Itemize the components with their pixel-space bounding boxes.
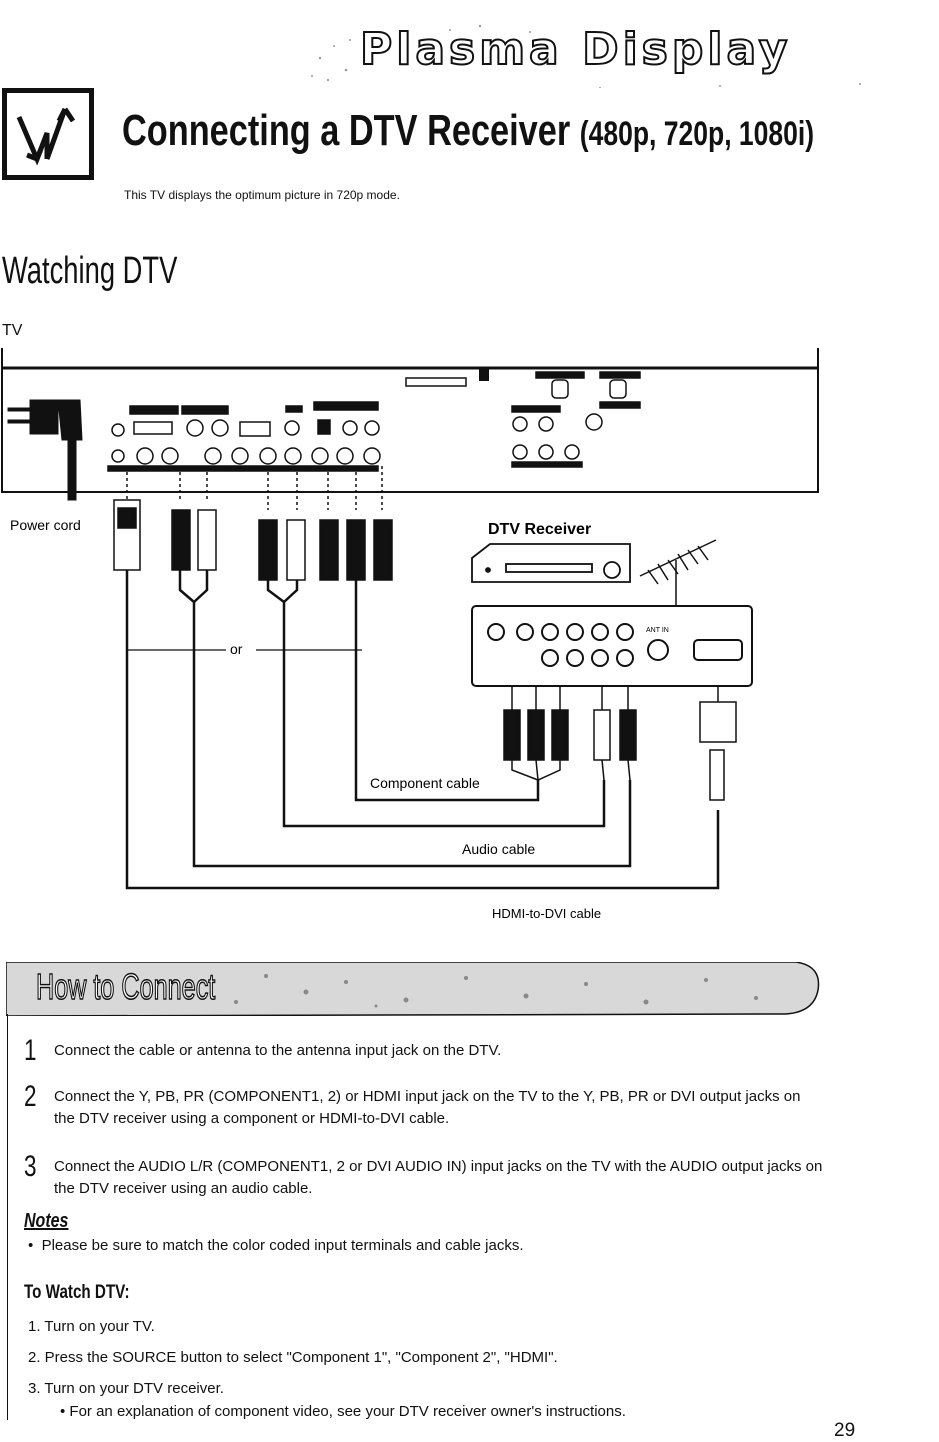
label-ant-in: ANT IN (646, 627, 669, 634)
watch-step-2: 2. Press the SOURCE button to select "Co… (28, 1349, 558, 1366)
howto-title: How to Connect (35, 965, 216, 1008)
howto-banner: How to Connect (6, 962, 822, 1016)
receiver-back-panel (471, 605, 753, 687)
tv-panel (1, 348, 819, 493)
brand-texture (311, 24, 861, 88)
label-component-cable: Component cable (370, 775, 480, 791)
watch-step-1: 1. Turn on your TV. (28, 1318, 155, 1335)
page-title: Connecting a DTV Receiver (480p, 720p, 1… (122, 106, 814, 156)
label-power-cord: Power cord (10, 517, 81, 533)
step-text: Connect the AUDIO L/R (COMPONENT1, 2 or … (54, 1158, 823, 1197)
bullet-icon: • (28, 1237, 42, 1254)
step-text: Connect the cable or antenna to the ante… (54, 1042, 502, 1059)
banner-texture (6, 962, 820, 1016)
label-hdmi-dvi-cable: HDMI-to-DVI cable (492, 906, 601, 921)
step-number: 2 (24, 1080, 37, 1113)
step-number: 1 (24, 1034, 37, 1067)
section-divider (7, 1014, 8, 1420)
note-item: • Please be sure to match the color code… (28, 1237, 524, 1254)
notes-title: Notes (24, 1210, 69, 1232)
page-number: 29 (834, 1420, 856, 1441)
section-title: Watching DTV (2, 250, 178, 292)
connection-icon (2, 88, 94, 180)
step-text: Connect the Y, PB, PR (COMPONENT1, 2) or… (54, 1088, 801, 1127)
label-audio-cable: Audio cable (462, 841, 535, 857)
tv-label: TV (2, 322, 23, 339)
step-2: 2 Connect the Y, PB, PR (COMPONENT1, 2) … (24, 1080, 824, 1136)
title-main: Connecting a DTV Receiver (122, 106, 571, 155)
page-subtitle: This TV displays the optimum picture in … (124, 188, 400, 202)
step-3: 3 Connect the AUDIO L/R (COMPONENT1, 2 o… (24, 1150, 824, 1206)
brand-header: Plasma Display (300, 18, 880, 88)
watch-sub-note: • For an explanation of component video,… (60, 1403, 626, 1420)
dtv-receiver-icon (471, 543, 631, 583)
note-text: Please be sure to match the color coded … (41, 1237, 524, 1254)
title-formats: (480p, 720p, 1080i) (579, 115, 815, 153)
watch-title: To Watch DTV: (24, 1282, 130, 1303)
brand-title: Plasma Display (359, 23, 792, 76)
connection-diagram: Power cord or Component cable Audio cabl… (1, 348, 819, 921)
step-number: 3 (24, 1150, 37, 1183)
label-dtv-receiver: DTV Receiver (488, 521, 591, 538)
step-1: 1 Connect the cable or antenna to the an… (24, 1034, 824, 1070)
label-or: or (230, 641, 243, 657)
tv-jacks (107, 371, 641, 472)
power-plug-icon (7, 399, 83, 501)
tv-side-plugs (113, 499, 393, 581)
watch-step-3: 3. Turn on your DTV receiver. (28, 1380, 224, 1397)
